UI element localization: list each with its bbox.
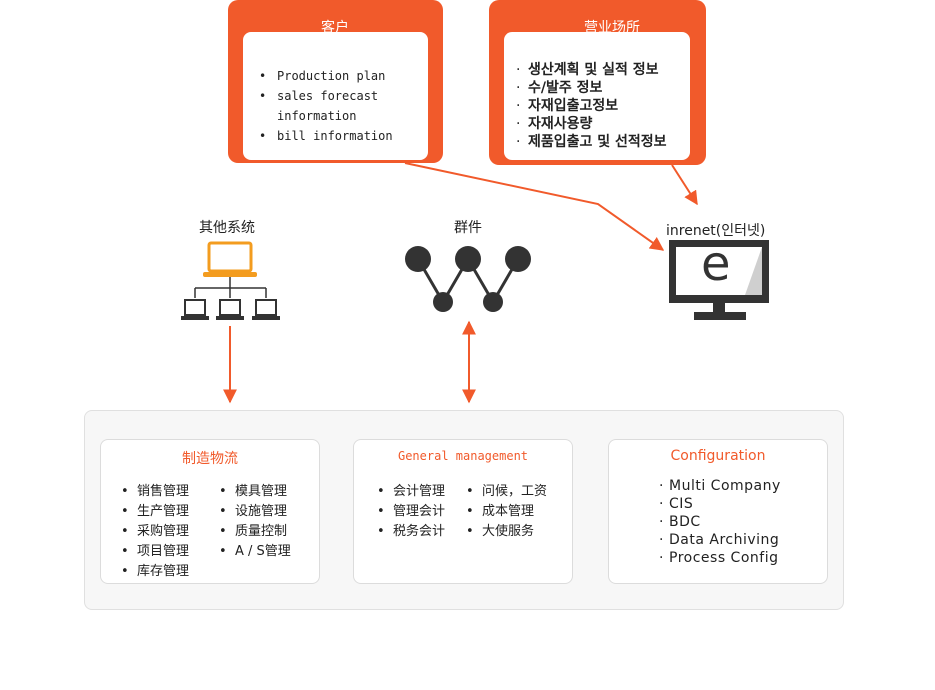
internet-e-glyph: e [701,236,731,292]
list-item: •模具管理 [219,484,288,499]
list-item: •管理会计 [377,504,446,519]
list-item: •库存管理 [121,564,190,579]
general-list-col2: •问候，工资 •成本管理 •大使服务 [466,482,547,542]
list-item: ·자재사용량 [516,116,593,132]
customer-info-list: •Production plan •sales forecast informa… [259,66,424,146]
customer-card: 客户 •Production plan •sales forecast info… [228,0,443,163]
groupware-network-icon [405,246,531,312]
configuration-title: Configuration [670,448,766,464]
list-item: ·제품입출고 및 선적정보 [516,134,667,150]
business-site-info-list: ·생산계획 및 실적 정보 ·수/발주 정보 ·자재입출고정보 ·자재사용량 ·… [516,61,667,151]
list-item: •成本管理 [466,504,535,519]
business-site-info-panel: ·생산계획 및 실적 정보 ·수/발주 정보 ·자재입출고정보 ·자재사용량 ·… [504,32,690,160]
list-item: ·생산계획 및 실적 정보 [516,62,659,78]
list-item: •税务会计 [377,524,446,539]
manufacturing-title: 制造物流 [182,451,238,467]
list-item: •销售管理 [121,484,190,499]
site-to-internet-arrow [671,164,698,206]
list-item: ·자재입출고정보 [516,98,619,114]
configuration-list: ·Multi Company ·CIS ·BDC ·Data Archiving… [659,477,781,567]
list-item: ·CIS [659,496,694,512]
monitor-icon [669,240,769,320]
list-item: •sales forecast information [259,89,379,123]
list-item: ·Data Archiving [659,532,780,548]
list-item: •生产管理 [121,504,190,519]
list-item: •项目管理 [121,544,190,559]
erp-modules-panel: 制造物流 •销售管理 •生产管理 •采购管理 •项目管理 •库存管理 •模具管理… [84,410,844,610]
customer-to-internet-arrow [404,162,665,251]
laptop-network-icon [181,241,280,320]
list-item: •采购管理 [121,524,190,539]
list-item: •质量控制 [219,524,288,539]
list-item: •问候，工资 [466,484,548,499]
list-item: ·수/발주 정보 [516,80,603,96]
other-systems-label: 其他系统 [199,220,255,236]
configuration-box: Configuration ·Multi Company ·CIS ·BDC ·… [608,439,828,584]
internet-label: inrenet(인터넷) [666,223,766,239]
list-item: •设施管理 [219,504,288,519]
general-management-box: General management •会计管理 •管理会计 •税务会计 •问候… [353,439,573,584]
manufacturing-list-col1: •销售管理 •生产管理 •采购管理 •项目管理 •库存管理 [121,482,189,582]
manufacturing-box: 制造物流 •销售管理 •生产管理 •采购管理 •项目管理 •库存管理 •模具管理… [100,439,320,584]
list-item: ·Multi Company [659,478,781,494]
list-item: ·Process Config [659,550,779,566]
list-item: •大使服务 [466,524,535,539]
list-item: •A / S管理 [219,544,291,559]
groupware-label: 群件 [454,220,482,236]
manufacturing-list-col2: •模具管理 •设施管理 •质量控制 •A / S管理 [219,482,291,562]
list-item: •会计管理 [377,484,446,499]
general-management-title: General management [397,449,529,463]
business-site-card: 营业场所 ·생산계획 및 실적 정보 ·수/발주 정보 ·자재입출고정보 ·자재… [489,0,706,165]
general-list-col1: •会计管理 •管理会计 •税务会计 [377,482,445,542]
list-item: •Production plan [259,69,386,83]
customer-info-panel: •Production plan •sales forecast informa… [243,32,428,160]
list-item: ·BDC [659,514,701,530]
list-item: •bill information [259,129,393,143]
